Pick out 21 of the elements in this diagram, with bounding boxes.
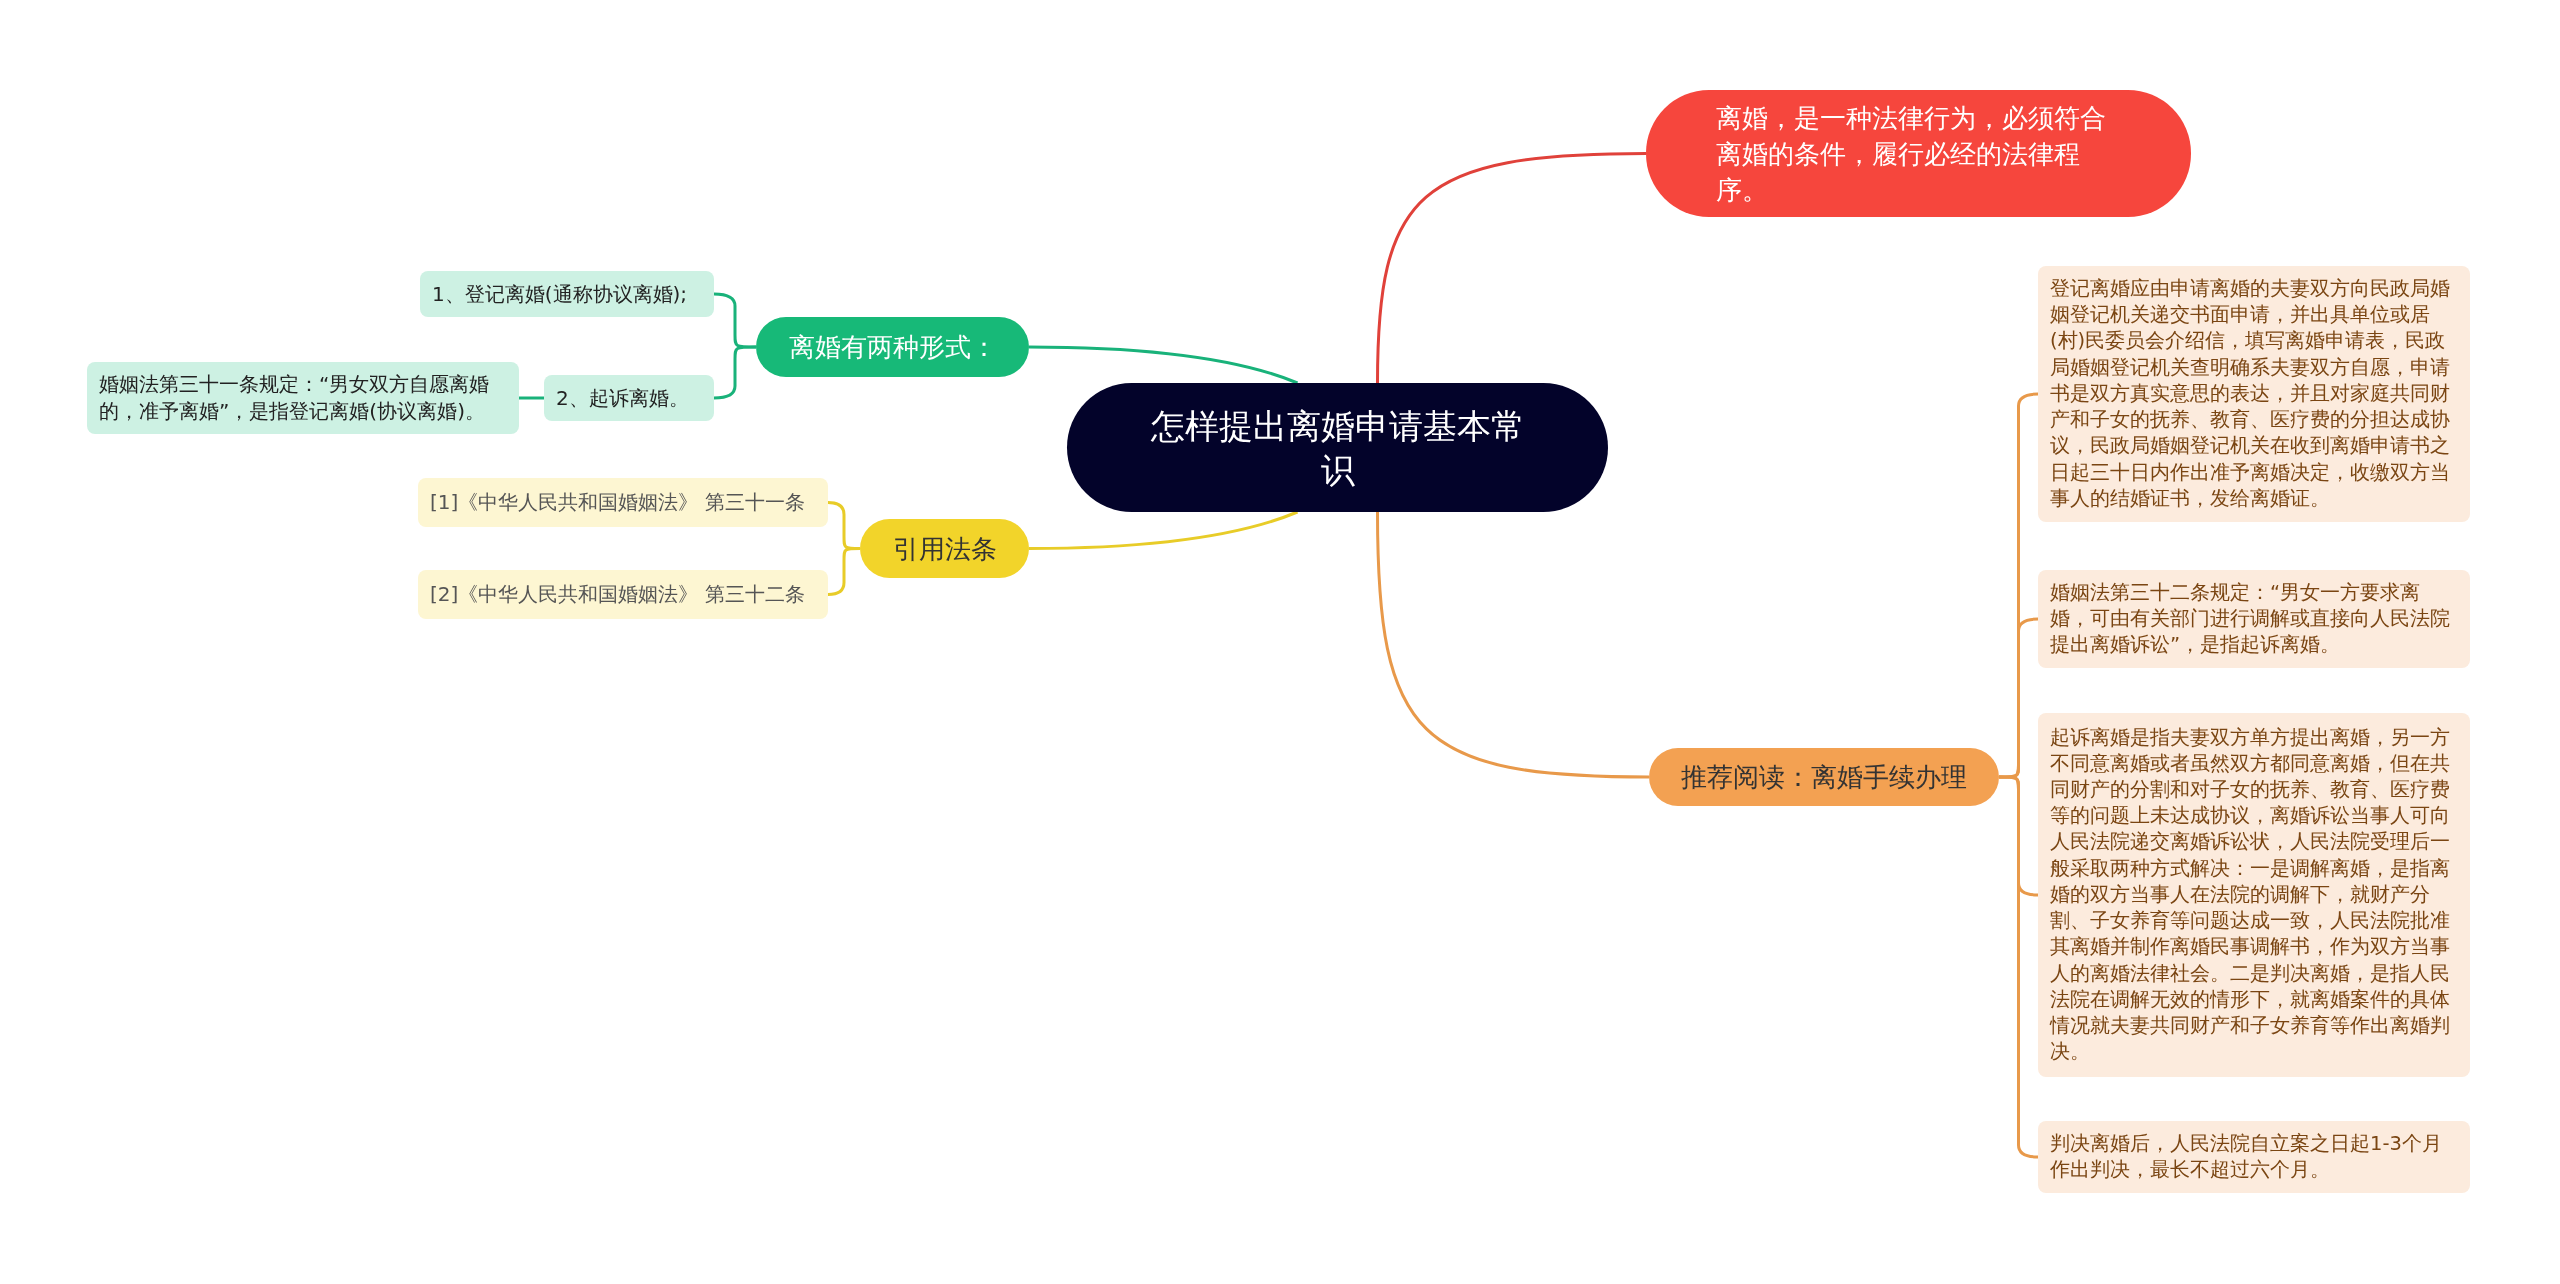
- topic-box: 离婚有两种形式：: [756, 317, 1029, 377]
- text-box: 1、登记离婚(通称协议离婚);: [420, 271, 714, 317]
- text-box: 婚姻法第三十一条规定：“男女双方自愿离婚的，准予离婚”，是指登记离婚(协议离婚)。: [87, 362, 519, 434]
- connector-line: [1999, 617, 2039, 779]
- connector-line: [1029, 510, 1299, 550]
- connector-line: [1376, 511, 1650, 779]
- connector-line: [519, 396, 544, 400]
- text-box: 判决离婚后，人民法院自立案之日起1-3个月作出判决，最长不超过六个月。: [2038, 1121, 2470, 1193]
- text-box: 起诉离婚是指夫妻双方单方提出离婚，另一方不同意离婚或者虽然双方都同意离婚，但在共同财产的分割和对子女的抚养、教育、医疗费等的问题上未达成协议，离婚诉讼当事人可向人民法院递交离婚诉讼状，人民法院受理后一般采取两种方式解决：一是调解离婚，是指离婚的双方当事人在法院的调解下，就财产分割、子女养育等问题达成一致，人民法院批准其离婚并制作离婚民事调解书，作为双方当事人的离婚法律社会。二是判决离婚，是指人民法院在调解无效的情形下，就离婚案件的具体情况就夫妻共同财产和子女养育等作出离婚判决。: [2038, 713, 2470, 1077]
- connector-line: [1029, 345, 1299, 385]
- text-box: [1]《中华人民共和国婚姻法》 第三十一条: [418, 478, 828, 527]
- connector-line: [1376, 152, 1647, 384]
- text-box: 2、起诉离婚。: [544, 375, 714, 421]
- central-topic: 怎样提出离婚申请基本常识: [1067, 383, 1608, 512]
- topic-box: 引用法条: [860, 519, 1029, 578]
- connector-line: [827, 547, 860, 596]
- text-box: 登记离婚应由申请离婚的夫妻双方向民政局婚姻登记机关递交书面申请，并出具单位或居(村)民委员会介绍信，填写离婚申请表，民政局婚姻登记机关查明确系夫妻双方自愿，申请书是双方真实意思的表达，并且对家庭共同财产和子女的抚养、教育、医疗费的分担达成协议，民政局婚姻登记机关在收到离婚申请书之日起三十日内作出准予离婚决定，收缴双方当事人的结婚证书，发给离婚证。: [2038, 266, 2470, 522]
- topic-box: 离婚，是一种法律行为，必须符合离婚的条件，履行必经的法律程序。: [1646, 90, 2191, 217]
- text-box: [2]《中华人民共和国婚姻法》 第三十二条: [418, 570, 828, 619]
- text-box: 婚姻法第三十二条规定：“男女一方要求离婚，可由有关部门进行调解或直接向人民法院提出离婚诉讼”，是指起诉离婚。: [2038, 570, 2470, 668]
- topic-box: 推荐阅读：离婚手续办理: [1649, 748, 1999, 806]
